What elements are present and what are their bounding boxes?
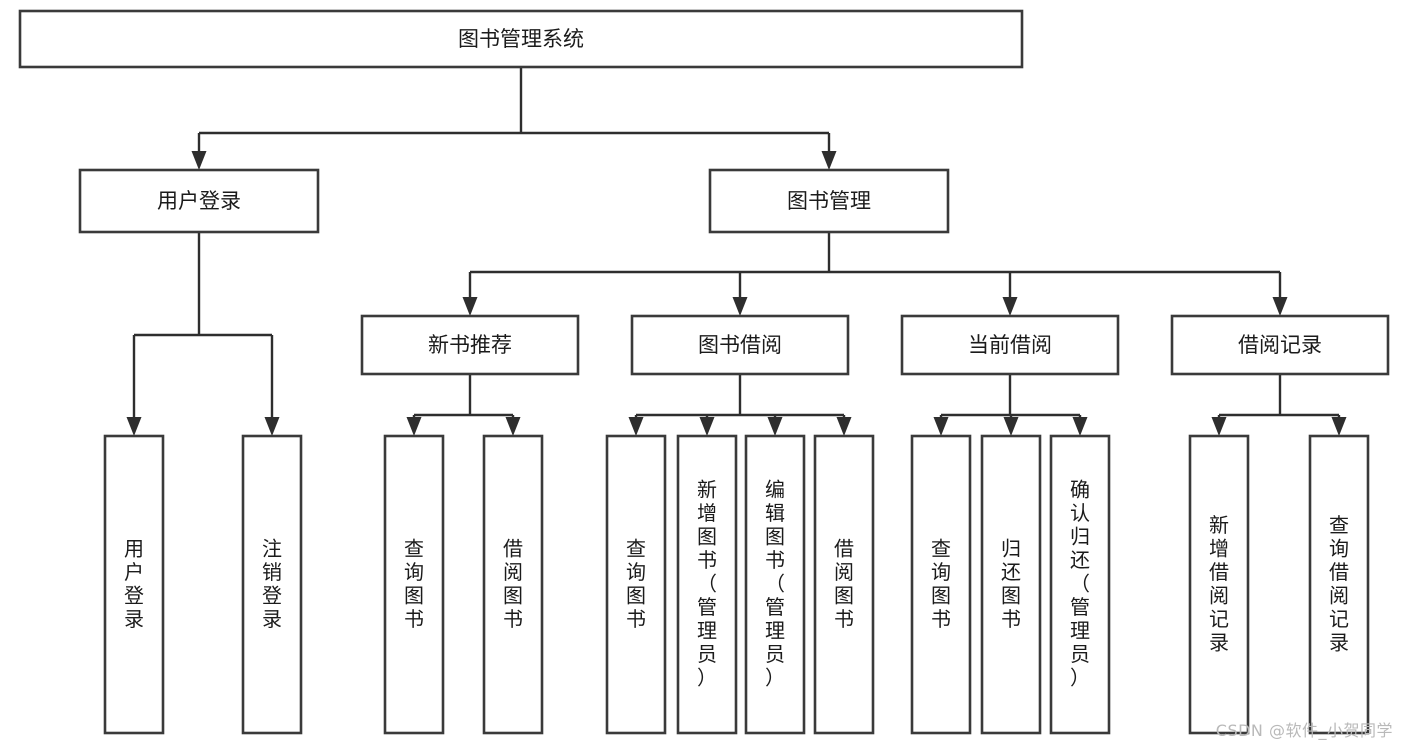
图书借阅-leaf-3-arrow-icon [836, 417, 852, 436]
node-leaf-2-label: 查询图书 [404, 536, 424, 631]
node-leaf-3-rect[interactable] [482, 434, 544, 735]
借阅记录-leaf-1-arrow-icon [1331, 417, 1347, 436]
node-leaf-3[interactable]: 借阅图书 [482, 434, 544, 735]
node-leaf-11-rect[interactable] [1188, 434, 1250, 735]
node-leaf-0-rect[interactable] [103, 434, 165, 735]
node-level3-3-label: 借阅记录 [1238, 333, 1322, 357]
users-leaf-1-arrow-icon [264, 417, 280, 436]
node-root-system-label: 图书管理系统 [458, 27, 584, 51]
新书推荐-leaf-0-arrow-icon [406, 417, 422, 436]
node-leaf-12-rect[interactable] [1308, 434, 1370, 735]
node-leaf-4-rect[interactable] [605, 434, 667, 735]
node-leaf-6-label: 编辑图书（管理员） [765, 477, 785, 689]
图书借阅-leaf-0-arrow-icon [628, 417, 644, 436]
当前借阅-leaf-0-arrow-icon [933, 417, 949, 436]
node-leaf-5-label: 新增图书（管理员） [697, 477, 717, 689]
node-level3-3[interactable]: 借阅记录 [1170, 314, 1390, 376]
node-leaf-1-label: 注销登录 [262, 536, 282, 631]
books-to-level3-3-arrow-icon [1272, 297, 1288, 316]
node-leaf-9-rect[interactable] [980, 434, 1042, 735]
node-level2-0[interactable]: 用户登录 [78, 168, 320, 234]
node-leaf-4[interactable]: 查询图书 [605, 434, 667, 735]
node-level3-0-label: 新书推荐 [428, 333, 512, 357]
node-leaf-10[interactable]: 确认归还（管理员） [1049, 434, 1111, 735]
node-leaf-0-label: 用户登录 [124, 536, 144, 631]
nodes-layer: 图书管理系统用户登录图书管理新书推荐图书借阅当前借阅借阅记录用户登录注销登录查询… [18, 9, 1390, 735]
node-leaf-7[interactable]: 借阅图书 [813, 434, 875, 735]
当前借阅-leaf-2-arrow-icon [1072, 417, 1088, 436]
users-leaf-0-arrow-icon [126, 417, 142, 436]
node-root-system[interactable]: 图书管理系统 [18, 9, 1024, 69]
node-leaf-8[interactable]: 查询图书 [910, 434, 972, 735]
node-leaf-9[interactable]: 归还图书 [980, 434, 1042, 735]
node-leaf-7-rect[interactable] [813, 434, 875, 735]
node-leaf-2[interactable]: 查询图书 [383, 434, 445, 735]
node-level3-1-rect[interactable] [630, 314, 850, 376]
node-leaf-5[interactable]: 新增图书（管理员） [676, 434, 738, 735]
node-leaf-12[interactable]: 查询借阅记录 [1308, 434, 1370, 735]
node-level2-0-rect[interactable] [78, 168, 320, 234]
借阅记录-leaf-0-arrow-icon [1211, 417, 1227, 436]
node-level3-1[interactable]: 图书借阅 [630, 314, 850, 376]
新书推荐-leaf-1-arrow-icon [505, 417, 521, 436]
books-to-level3-1-arrow-icon [732, 297, 748, 316]
node-leaf-7-label: 借阅图书 [834, 536, 854, 631]
connectors-layer [126, 67, 1347, 436]
node-leaf-8-label: 查询图书 [931, 536, 951, 631]
node-leaf-10-label: 确认归还（管理员） [1070, 477, 1090, 689]
node-leaf-0[interactable]: 用户登录 [103, 434, 165, 735]
node-leaf-11-label: 新增借阅记录 [1209, 512, 1229, 654]
node-leaf-5-rect[interactable] [676, 434, 738, 735]
node-leaf-1[interactable]: 注销登录 [241, 434, 303, 735]
node-level3-1-label: 图书借阅 [698, 333, 782, 357]
node-leaf-3-label: 借阅图书 [503, 536, 523, 631]
node-leaf-2-rect[interactable] [383, 434, 445, 735]
node-leaf-8-rect[interactable] [910, 434, 972, 735]
图书借阅-leaf-2-arrow-icon [767, 417, 783, 436]
node-level3-3-rect[interactable] [1170, 314, 1390, 376]
node-leaf-10-rect[interactable] [1049, 434, 1111, 735]
node-leaf-6[interactable]: 编辑图书（管理员） [744, 434, 806, 735]
node-level2-1[interactable]: 图书管理 [708, 168, 950, 234]
node-leaf-4-label: 查询图书 [626, 536, 646, 631]
node-level3-2[interactable]: 当前借阅 [900, 314, 1120, 376]
node-leaf-1-rect[interactable] [241, 434, 303, 735]
books-to-level3-0-arrow-icon [462, 297, 478, 316]
图书借阅-leaf-1-arrow-icon [699, 417, 715, 436]
当前借阅-leaf-1-arrow-icon [1003, 417, 1019, 436]
node-leaf-6-rect[interactable] [744, 434, 806, 735]
node-level3-0[interactable]: 新书推荐 [360, 314, 580, 376]
root-to-level2-1-arrow-icon [821, 151, 837, 170]
node-level2-1-label: 图书管理 [787, 189, 871, 213]
node-leaf-9-label: 归还图书 [1001, 536, 1021, 631]
node-level3-2-label: 当前借阅 [968, 333, 1052, 357]
node-leaf-12-label: 查询借阅记录 [1329, 512, 1349, 654]
node-level2-0-label: 用户登录 [157, 189, 241, 213]
node-level3-0-rect[interactable] [360, 314, 580, 376]
node-level3-2-rect[interactable] [900, 314, 1120, 376]
books-to-level3-2-arrow-icon [1002, 297, 1018, 316]
root-to-level2-0-arrow-icon [191, 151, 207, 170]
node-level2-1-rect[interactable] [708, 168, 950, 234]
node-leaf-11[interactable]: 新增借阅记录 [1188, 434, 1250, 735]
node-root-system-rect[interactable] [18, 9, 1024, 69]
